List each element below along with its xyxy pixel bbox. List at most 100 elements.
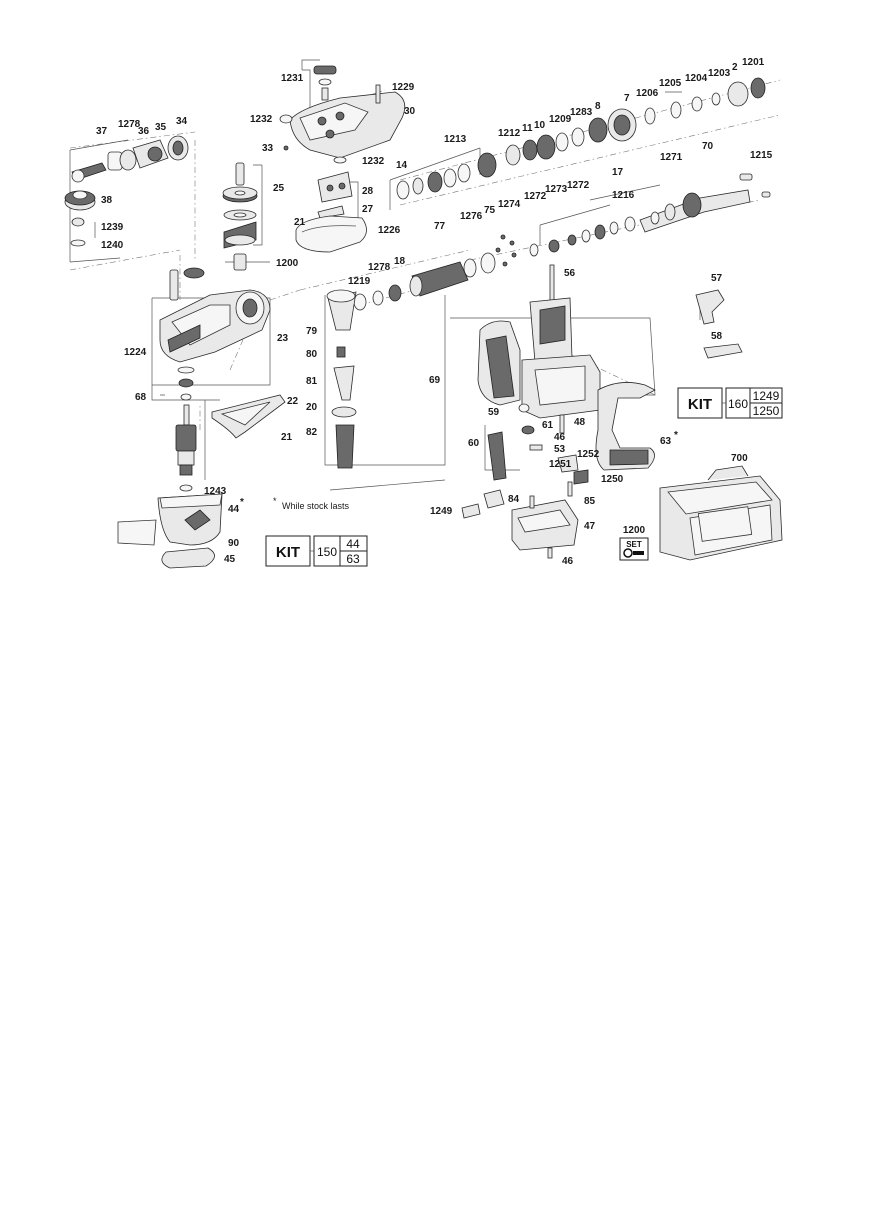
part-label: 35 [155, 122, 167, 133]
part-label: 23 [277, 333, 289, 344]
part-label: 48 [574, 417, 586, 428]
part-labels: 1231 1229 30 1232 33 1232 25 28 27 21 12… [96, 57, 773, 567]
part-label: 2 [732, 62, 738, 73]
kit-160-item-2: 1250 [753, 404, 780, 418]
part-label: 38 [101, 195, 113, 206]
part-label: 1229 [392, 82, 415, 93]
rear-handle-cover [595, 382, 656, 471]
part-label: 1272 [567, 180, 590, 191]
part-label: 1216 [612, 190, 635, 201]
spindle-shaft-row [353, 173, 771, 311]
part-label: 33 [262, 143, 274, 154]
part-label: 1250 [601, 474, 624, 485]
stock-note: * While stock lasts [273, 496, 350, 511]
part-label: 1271 [660, 152, 683, 163]
part-label: 79 [306, 326, 318, 337]
kit-150-number: 150 [317, 545, 337, 559]
part-label: 1201 [742, 57, 765, 68]
part-label: 1232 [362, 156, 385, 167]
part-label: 47 [584, 521, 596, 532]
part-label: 80 [306, 349, 318, 360]
part-label: 1213 [444, 134, 467, 145]
part-label: 60 [468, 438, 480, 449]
kit-box-150: KIT 150 44 63 [265, 535, 368, 567]
kit-150-item-1: 44 [346, 537, 360, 551]
set-badge-number: 1200 [623, 525, 646, 536]
kit-box-160: KIT 160 1249 1250 [677, 387, 783, 419]
trigger-lock [695, 289, 743, 359]
part-label: 1226 [378, 225, 401, 236]
stock-note-text: While stock lasts [282, 501, 350, 511]
kit-160-item-1: 1249 [753, 389, 780, 403]
part-label: 1203 [708, 68, 731, 79]
part-label: 1204 [685, 73, 708, 84]
part-label: 56 [564, 268, 576, 279]
star-marker: * [674, 430, 678, 441]
part-label: 1243 [204, 486, 227, 497]
part-label: 1278 [368, 262, 391, 273]
part-label: 68 [135, 392, 147, 403]
star-marker: * [240, 497, 244, 508]
part-label: 90 [228, 538, 240, 549]
part-label: 1273 [545, 184, 568, 195]
part-label: 84 [508, 494, 520, 505]
part-label: 21 [294, 217, 306, 228]
exploded-parts-diagram: KIT 160 1249 1250 KIT 150 44 63 1200 SET… [64, 57, 783, 569]
part-label: 1240 [101, 240, 124, 251]
set-badge-label: SET [626, 540, 642, 549]
armature [175, 404, 197, 492]
part-label: 27 [362, 204, 374, 215]
motor-cover [117, 493, 223, 569]
part-label: 18 [394, 256, 406, 267]
side-handle [326, 289, 357, 469]
part-label: 36 [138, 126, 150, 137]
kit-160-label: KIT [688, 396, 712, 413]
screwdriver-icon [633, 551, 644, 555]
part-label: 30 [404, 106, 416, 117]
part-label: 1205 [659, 78, 682, 89]
part-label: 1219 [348, 276, 371, 287]
main-housing [159, 267, 271, 401]
part-label: 44 [228, 504, 240, 515]
part-label: 22 [287, 396, 299, 407]
part-label: 1276 [460, 211, 483, 222]
part-label: 1215 [750, 150, 773, 161]
spindle-parts-row [396, 77, 766, 200]
part-label: 75 [484, 205, 496, 216]
wrench-icon [623, 548, 633, 558]
part-label: 700 [731, 453, 748, 464]
part-label: 1239 [101, 222, 124, 233]
part-label: 61 [542, 420, 554, 431]
part-label: 1283 [570, 107, 593, 118]
kit-150-label: KIT [276, 544, 300, 561]
part-label: 1200 [276, 258, 299, 269]
part-label: 69 [429, 375, 441, 386]
part-label: 1224 [124, 347, 147, 358]
assembly-guide-lines [69, 79, 781, 430]
part-label: 63 [660, 436, 672, 447]
part-label: 17 [612, 167, 624, 178]
side-cover [211, 394, 286, 439]
part-label: 45 [224, 554, 236, 565]
part-label: 57 [711, 273, 723, 284]
carrying-case [659, 465, 783, 561]
part-label: 20 [306, 402, 318, 413]
part-label: 11 [522, 123, 533, 134]
part-label: 1274 [498, 199, 521, 210]
part-label: 1209 [549, 114, 572, 125]
part-label: 46 [554, 432, 566, 443]
part-label: 1206 [636, 88, 659, 99]
part-label: 81 [306, 376, 318, 387]
kit-160-number: 160 [728, 397, 748, 411]
part-label: 1212 [498, 128, 521, 139]
set-badge: 1200 SET [619, 525, 649, 561]
part-label: 1249 [430, 506, 453, 517]
gear-stack [222, 162, 258, 271]
gearbox-housing [279, 65, 406, 253]
part-label: 1252 [577, 449, 600, 460]
part-label: 1232 [250, 114, 273, 125]
crank-assembly [64, 135, 189, 247]
part-label: 59 [488, 407, 500, 418]
stock-note-star: * [273, 496, 277, 506]
part-label: 77 [434, 221, 446, 232]
